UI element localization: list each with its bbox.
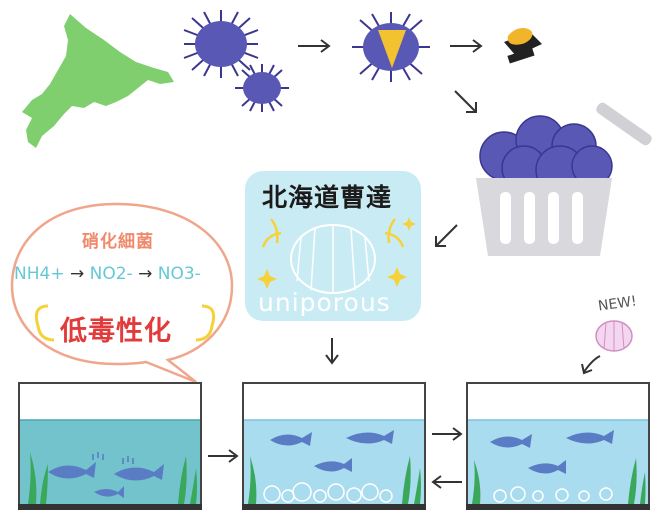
nitrification-formula: NH4+ → NO2- → NO3-	[14, 264, 201, 284]
formula-arrow: →	[138, 264, 153, 284]
bubble-highlight: 低毒性化	[60, 316, 172, 347]
arrow-down-icon	[325, 338, 339, 365]
arrow-right-icon	[208, 449, 239, 463]
opened-sea-urchin	[352, 12, 430, 82]
arrow-right-icon	[298, 39, 331, 53]
aquarium-tank-3	[466, 382, 650, 510]
aquarium-tank-1	[18, 382, 202, 510]
arrow-right-icon	[450, 39, 483, 53]
sea-urchin-small	[235, 64, 289, 112]
speech-bubble	[10, 202, 234, 384]
new-shell-icon	[595, 320, 633, 352]
formula-arrow: →	[69, 264, 85, 284]
aquarium-tank-2	[242, 382, 426, 510]
arrow-down-left-icon	[435, 224, 458, 247]
shell-basket	[476, 102, 652, 256]
nitrite-label: NO2-	[89, 264, 133, 284]
new-label: NEW!	[597, 293, 638, 315]
sea-urchin-large	[183, 10, 259, 78]
nitrate-label: NO3-	[157, 264, 201, 284]
brand-title: 北海道曹達	[262, 183, 393, 212]
arrow-down-right-icon	[454, 90, 477, 113]
hokkaido-map	[22, 14, 174, 148]
shell-illustration	[257, 217, 416, 294]
arrow-left-icon	[431, 475, 462, 489]
brand-subtitle: uniporous	[258, 288, 391, 317]
uni-sushi-icon	[504, 28, 542, 64]
arrow-right-icon	[432, 427, 463, 441]
ammonium-label: NH4+	[14, 264, 65, 284]
arrow-curve-icon	[581, 355, 601, 375]
bubble-title: 硝化細菌	[82, 232, 154, 252]
highlight-bracket-icon	[34, 304, 216, 342]
